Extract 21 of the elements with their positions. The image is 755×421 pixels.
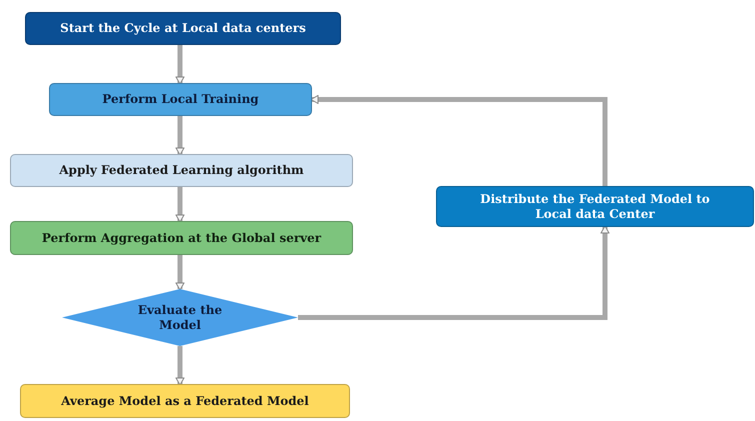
step-text: Average Model as a Federated Model bbox=[61, 394, 309, 408]
arrow bbox=[176, 116, 184, 156]
step-text: Distribute the Federated Model to Local data Center bbox=[479, 192, 711, 221]
step-text: Apply Federated Learning algorithm bbox=[59, 163, 304, 178]
arrow bbox=[176, 45, 184, 84]
decision-diamond bbox=[62, 289, 298, 346]
arrow bbox=[176, 346, 184, 386]
process-box bbox=[49, 83, 312, 116]
arrow bbox=[310, 95, 608, 186]
process-box bbox=[10, 221, 353, 255]
process-box bbox=[10, 154, 353, 187]
step-text: Evaluate the Model bbox=[136, 303, 224, 332]
arrow bbox=[176, 187, 184, 222]
process-box bbox=[25, 12, 341, 45]
process-box bbox=[20, 384, 350, 418]
step-text: Perform Aggregation at the Global server bbox=[42, 230, 322, 246]
step-text: Perform Local Training bbox=[102, 92, 259, 107]
process-box bbox=[436, 186, 754, 227]
step-text: Start the Cycle at Local data centers bbox=[60, 21, 306, 36]
arrow bbox=[298, 226, 610, 320]
arrow bbox=[176, 255, 184, 290]
